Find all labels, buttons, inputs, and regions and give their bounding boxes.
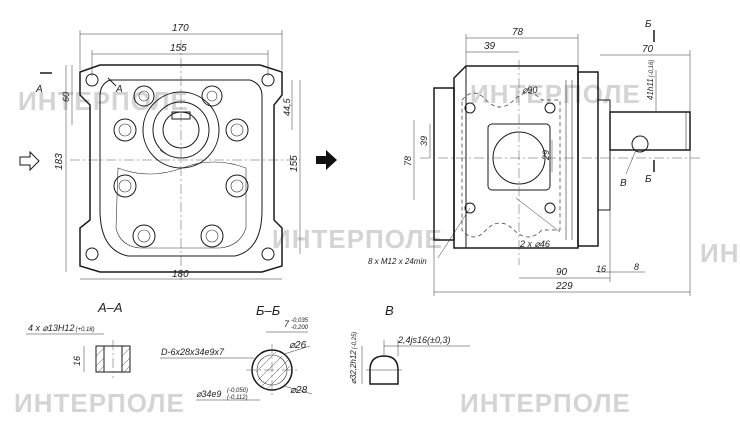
port-hole (544, 202, 556, 214)
dim-2x46: 2 x ⌀46 (519, 239, 550, 249)
section-bb-key: 7 (284, 319, 290, 329)
dim-155-top: 155 (170, 43, 187, 54)
leader-d26 (283, 345, 311, 355)
section-aa-hatching (95, 347, 131, 373)
port-hole (464, 102, 476, 114)
dim-39-vert: 39 (419, 136, 429, 146)
watermark-1: ИНТЕРПОЛЕ (18, 86, 189, 116)
leader-2x46 (515, 197, 561, 233)
watermark-2: ИНТЕРПОЛЕ (470, 79, 641, 109)
section-a-label-right: А (115, 84, 123, 95)
detail-v-label: В (620, 178, 627, 189)
dim-41h11: 41h11(-0,16) (646, 60, 655, 100)
section-bb-d34-tol-lower: (-0,112) (227, 395, 248, 401)
solid-arrow-right-icon (316, 150, 337, 170)
port-hole (464, 202, 476, 214)
section-bb-spline: D-6x28x34e9x7 (161, 347, 225, 357)
body-inner-contour (115, 161, 247, 249)
internal-hidden-contour (461, 92, 561, 238)
watermark-5: ИНТЕРПОЛЕ (14, 388, 185, 418)
leader-thread (437, 207, 471, 259)
dim-29: 29 (541, 150, 551, 161)
section-bb-key-tol-lower: -0,200 (291, 325, 309, 331)
shaft-collar (597, 99, 611, 211)
section-bb-title: Б–Б (256, 303, 281, 318)
section-bb-key-tol-upper: -0,035 (291, 318, 309, 324)
section-bb-d34-tol-upper: (-0,050) (227, 388, 248, 394)
section-b-label-bottom: Б (645, 174, 652, 185)
dim-44-5: 44,5 (282, 97, 292, 116)
dim-155-vert: 155 (289, 155, 300, 172)
section-bb-hatching (255, 351, 291, 389)
dim-180: 180 (172, 269, 189, 280)
watermarks: ИНТЕРПОЛЕ ИНТЕРПОЛЕ ИНТЕРПОЛЕ ИНТЕРПОЛЕ … (14, 79, 740, 418)
dim-229: 229 (555, 281, 573, 292)
dim-d90: ⌀90 (522, 85, 537, 95)
flange-outline (79, 64, 283, 273)
section-bb-d28: ⌀28 (290, 385, 308, 396)
dim-8: 8 (634, 262, 639, 272)
port-hole (544, 102, 556, 114)
dim-16: 16 (596, 264, 606, 274)
section-aa-depth: 16 (72, 356, 82, 366)
detail-v-circle (631, 135, 649, 153)
section-bb: Б–Б D-6x28x34e9x7 7 -0,035 -0,200 ⌀26 ⌀3… (160, 303, 313, 401)
outline-arrow-icon (19, 150, 40, 172)
dim-70: 70 (642, 44, 654, 55)
section-a-label-left: А (35, 84, 43, 95)
hub-arc (159, 149, 182, 159)
section-bb-d26: ⌀26 (289, 340, 307, 351)
dim-thread: 8 x M12 x 24min (368, 257, 427, 266)
watermark-4: ИНТЕРПОЛЕ (700, 238, 740, 268)
dim-183: 183 (54, 153, 65, 170)
dim-90: 90 (556, 267, 568, 278)
section-bb-d34: ⌀34e9 (196, 389, 221, 399)
section-aa-title: А–А (97, 300, 123, 315)
shaft (609, 111, 691, 151)
section-a-arrow (107, 77, 117, 87)
front-view: 170 155 180 183 60 44,5 155 А А (19, 23, 301, 280)
dim-39-top: 39 (484, 41, 496, 52)
detail-v-diameter: ⌀32,2h12(-0,25) (349, 332, 358, 384)
dim-78-vert: 78 (403, 156, 413, 166)
dim-60: 60 (61, 92, 71, 102)
side-view: 78 39 70 ⌀90 39 78 29 2 x ⌀46 8 x M12 x … (368, 19, 700, 296)
section-aa: А–А 4 x ⌀13H12(+0,18) 16 (26, 300, 131, 378)
detail-v: В ⌀32,2h12(-0,25) 2,4js16(±0,3) (349, 303, 470, 385)
leader-d28 (283, 385, 313, 395)
leader-detail-v (625, 149, 637, 175)
bolt-heads (113, 85, 249, 248)
dim-78-top: 78 (512, 27, 524, 38)
body-contour (99, 79, 263, 257)
watermark-3: ИНТЕРПОЛЕ (272, 224, 443, 254)
dim-170: 170 (172, 23, 189, 34)
side-flange (433, 87, 455, 241)
detail-v-groove: 2,4js16(±0,3) (397, 335, 450, 345)
watermark-6: ИНТЕРПОЛЕ (460, 388, 631, 418)
detail-v-title: В (385, 303, 394, 318)
section-aa-holes: 4 x ⌀13H12(+0,18) (28, 323, 95, 333)
section-b-label-top: Б (645, 19, 652, 30)
